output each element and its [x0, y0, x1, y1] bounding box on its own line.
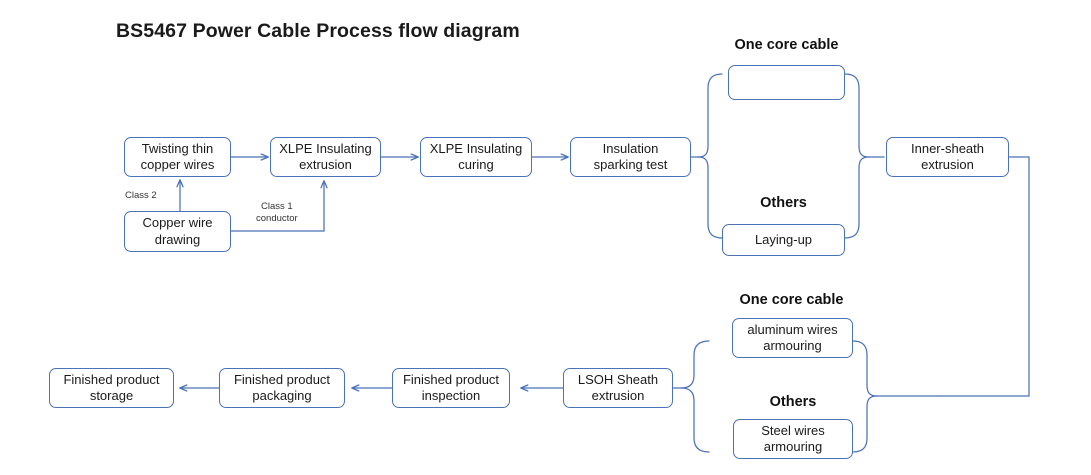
node-steel-wires-armouring[interactable]: Steel wires armouring: [733, 419, 853, 459]
node-label: Finished product inspection: [402, 371, 500, 403]
node-label: Insulation sparking test: [593, 140, 668, 172]
edge-label-class-2: Class 2: [125, 190, 157, 201]
node-xlpe-insulating-curing[interactable]: XLPE Insulating curing: [420, 137, 532, 177]
node-label: LSOH Sheath extrusion: [577, 371, 659, 403]
group-label-one-core-cable-bottom: One core cable: [739, 292, 844, 308]
page-title: BS5467 Power Cable Process flow diagram: [116, 20, 520, 42]
node-label: XLPE Insulating curing: [429, 140, 523, 172]
group-label-others-bottom: Others: [769, 394, 817, 410]
node-label: Steel wires armouring: [761, 422, 825, 454]
node-label: XLPE Insulating extrusion: [279, 140, 372, 172]
node-aluminum-wires-armouring[interactable]: aluminum wires armouring: [732, 318, 853, 358]
node-insulation-sparking-test[interactable]: Insulation sparking test: [570, 137, 691, 177]
node-laying-up[interactable]: Laying-up: [722, 224, 845, 256]
node-twisting-thin-copper-wires[interactable]: Twisting thin copper wires: [124, 137, 231, 177]
node-one-core-passthrough[interactable]: [728, 65, 845, 100]
group-label-one-core-cable-top: One core cable: [734, 37, 839, 53]
node-finished-product-packaging[interactable]: Finished product packaging: [219, 368, 345, 408]
node-label: Copper wire drawing: [142, 215, 213, 247]
node-label: Twisting thin copper wires: [140, 140, 215, 172]
node-lsoh-sheath-extrusion[interactable]: LSOH Sheath extrusion: [563, 368, 673, 408]
node-label: aluminum wires armouring: [747, 321, 838, 353]
node-label: Inner-sheath extrusion: [911, 140, 984, 172]
node-copper-wire-drawing[interactable]: Copper wire drawing: [124, 211, 231, 252]
node-finished-product-inspection[interactable]: Finished product inspection: [392, 368, 510, 408]
node-xlpe-insulating-extrusion[interactable]: XLPE Insulating extrusion: [270, 137, 381, 177]
edge-label-class-1-conductor: Class 1 conductor: [256, 201, 298, 224]
node-finished-product-storage[interactable]: Finished product storage: [49, 368, 174, 408]
node-label: Finished product packaging: [233, 371, 331, 403]
node-label: Finished product storage: [63, 371, 160, 403]
node-label: Laying-up: [754, 231, 813, 247]
node-inner-sheath-extrusion[interactable]: Inner-sheath extrusion: [886, 137, 1009, 177]
group-label-others-top: Others: [760, 195, 807, 211]
